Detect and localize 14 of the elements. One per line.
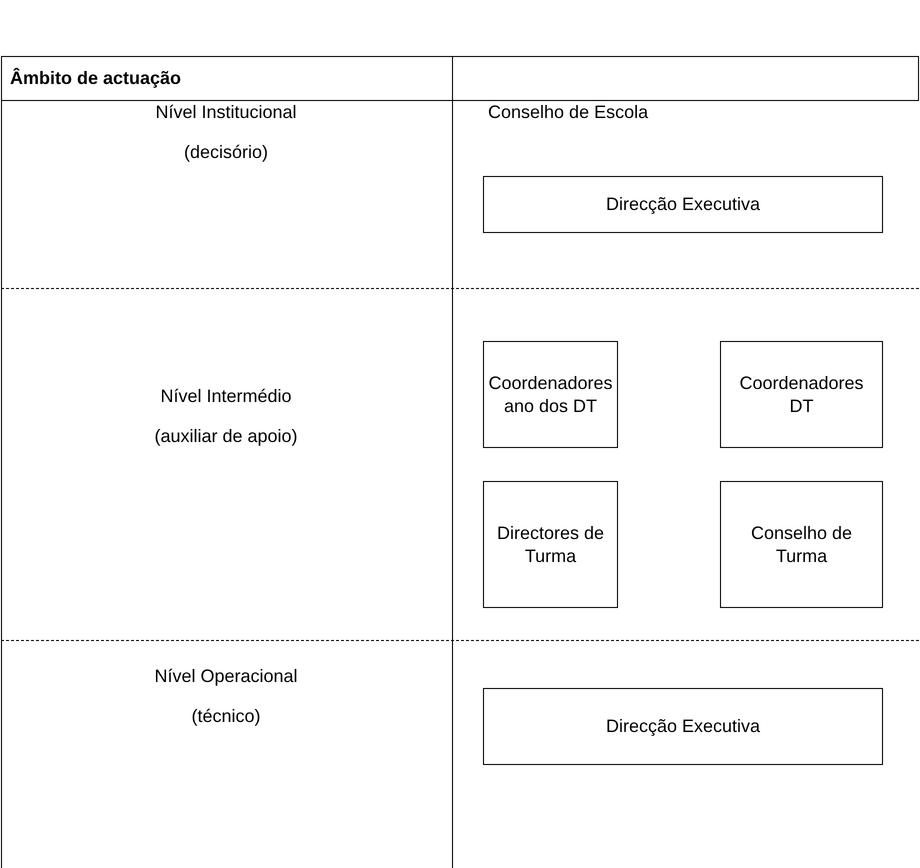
level-note: (auxiliar de apoio) (154, 426, 298, 447)
column-header: Âmbito de actuação (10, 68, 182, 89)
body-label: Conselho de Escola (488, 102, 648, 123)
level-note: (decisório) (184, 142, 268, 163)
level-label: Nível Operacional (154, 666, 298, 687)
level-label: Nível Intermédio (160, 386, 292, 407)
unit-box: Conselho de Turma (720, 481, 883, 608)
unit-box: Coordenadores DT (720, 341, 883, 448)
level-label: Nível Institucional (155, 102, 297, 123)
unit-box: Direcção Executiva (483, 688, 883, 765)
level-note: (técnico) (191, 706, 261, 727)
unit-box: Coordenadores ano dos DT (483, 341, 618, 448)
unit-box: Direcção Executiva (483, 176, 883, 233)
unit-box: Directores de Turma (483, 481, 618, 608)
